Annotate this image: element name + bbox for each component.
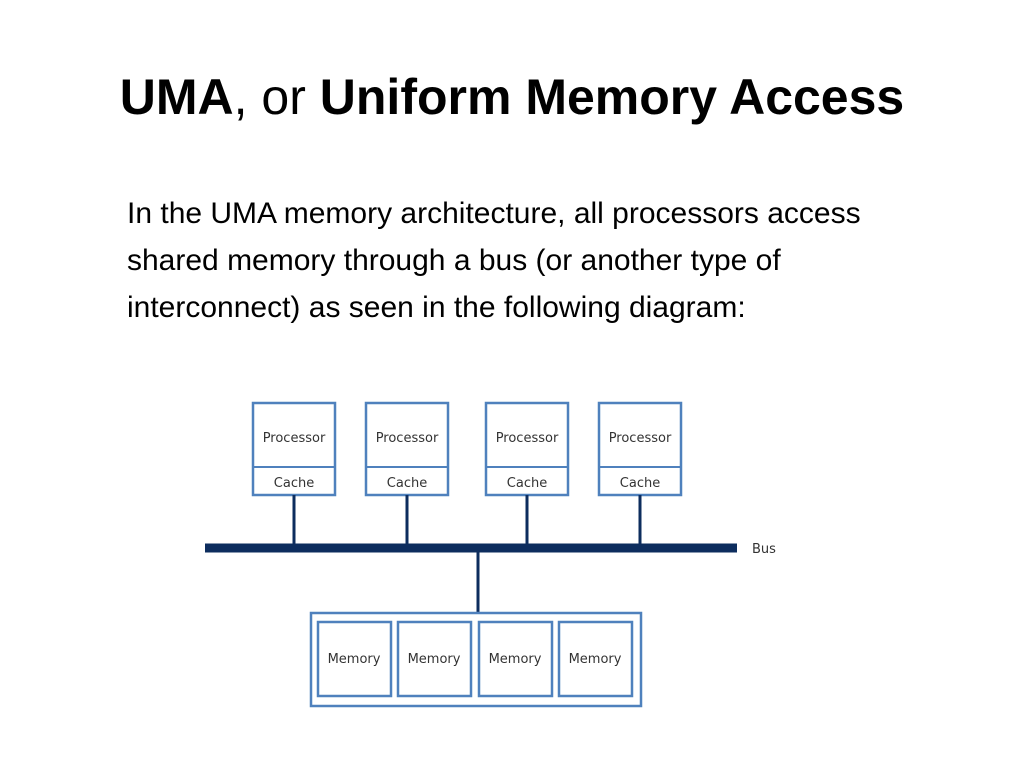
processor-unit-4: Processor Cache: [597, 401, 683, 548]
memory-label: Memory: [408, 652, 461, 667]
memory-group: Memory Memory Memory Memory: [309, 611, 643, 708]
memory-label: Memory: [569, 652, 622, 667]
memory-box: [477, 620, 554, 698]
cache-label: Cache: [620, 476, 660, 491]
memory-block-1: Memory: [316, 620, 393, 698]
processor-label: Processor: [609, 431, 672, 446]
processor-box: [251, 401, 337, 497]
processor-label: Processor: [496, 431, 559, 446]
bus-label: Bus: [752, 542, 776, 557]
processor-label: Processor: [376, 431, 439, 446]
processor-box: [364, 401, 450, 497]
processor-unit-3: Processor Cache: [484, 401, 570, 548]
memory-label: Memory: [328, 652, 381, 667]
memory-box: [396, 620, 473, 698]
title-uma: UMA: [119, 69, 234, 125]
processor-unit-1: Processor Cache: [251, 401, 337, 548]
memory-box: [557, 620, 634, 698]
cache-label: Cache: [387, 476, 427, 491]
processor-label: Processor: [263, 431, 326, 446]
slide-title: UMA, or Uniform Memory Access: [0, 62, 1024, 132]
memory-label: Memory: [489, 652, 542, 667]
title-or: , or: [233, 69, 320, 125]
cache-label: Cache: [507, 476, 547, 491]
cache-label: Cache: [274, 476, 314, 491]
processor-box: [597, 401, 683, 497]
processor-unit-2: Processor Cache: [364, 401, 450, 548]
memory-box: [316, 620, 393, 698]
memory-block-2: Memory: [396, 620, 473, 698]
memory-block-3: Memory: [477, 620, 554, 698]
body-paragraph: In the UMA memory architecture, all proc…: [127, 197, 861, 324]
memory-block-4: Memory: [557, 620, 634, 698]
title-uniform-memory-access: Uniform Memory Access: [319, 69, 905, 125]
